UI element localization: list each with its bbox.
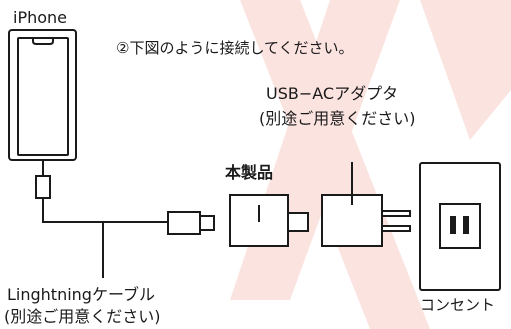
adapter-label: USB−ACアダプタ <box>266 84 399 103</box>
product-device <box>229 194 309 247</box>
usb-plug <box>167 211 215 235</box>
product-label: 本製品 <box>225 163 274 182</box>
iphone-illustration <box>8 29 77 176</box>
lightning-connector <box>35 175 51 199</box>
cable-note: (別途ご用意ください) <box>4 307 161 326</box>
outlet-label: コンセント <box>420 296 496 314</box>
iphone-label: iPhone <box>13 8 68 27</box>
lightning-cable <box>42 198 168 278</box>
cable-label: Linghtningケーブル <box>7 285 155 304</box>
instruction-text: ②下図のように接続してください。 <box>116 39 354 57</box>
usb-ac-adapter <box>321 162 411 247</box>
adapter-note: (別途ご用意ください) <box>259 109 416 128</box>
wall-outlet <box>419 162 501 291</box>
